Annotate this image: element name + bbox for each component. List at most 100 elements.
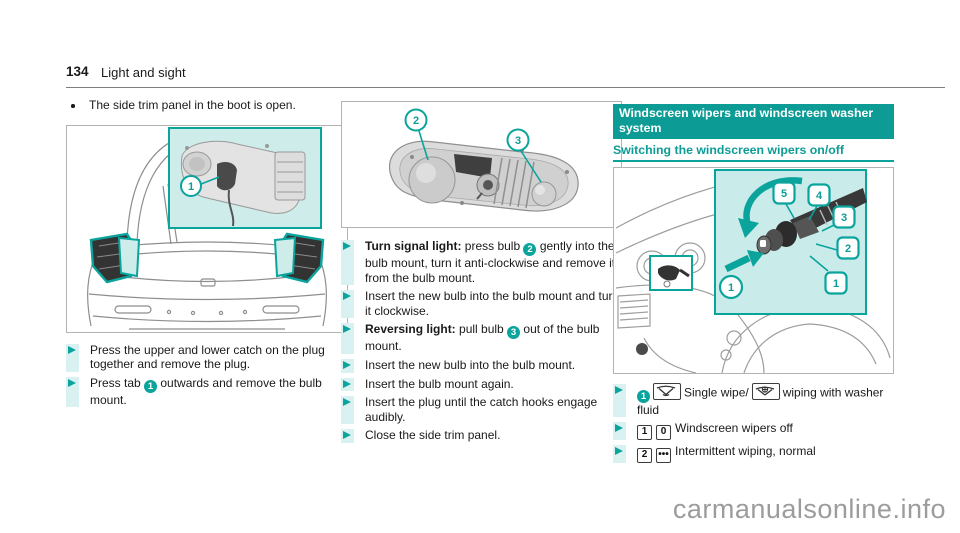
callout-badge-1: 1	[637, 389, 650, 403]
legend-text: Windscreen wipers off	[675, 421, 793, 436]
legend-item: 2 ••• Intermittent wiping, normal	[613, 444, 894, 464]
svg-text:2: 2	[413, 115, 419, 127]
instruction-text: gently into the bulb mount, turn it anti…	[365, 239, 616, 285]
page-number: 134	[66, 64, 89, 79]
stalk-symbol-key: 0	[656, 425, 671, 441]
legend-text: Single wipe/	[684, 385, 749, 400]
side-trim-panel-right	[273, 236, 297, 277]
svg-text:5: 5	[781, 188, 787, 200]
svg-text:1: 1	[728, 282, 734, 294]
mount-socket	[476, 173, 500, 200]
bullet-arrow-icon	[343, 292, 351, 301]
bullet-arrow-icon	[343, 242, 351, 250]
callout-square-2: 2	[815, 236, 860, 260]
bullet-arrow-icon	[343, 360, 351, 369]
middle-instructions: Turn signal light: press bulb 2 gently i…	[341, 239, 622, 443]
legend-text: wiping with washer fluid	[637, 385, 884, 417]
precondition-text: The side trim panel in the boot is open.	[89, 98, 296, 112]
stalk-position-key: 1	[637, 425, 652, 441]
legend-text: Intermittent wiping, normal	[675, 444, 816, 459]
section-title: Windscreen wipers and windscreen washer …	[613, 104, 894, 139]
instruction-item: Insert the bulb mount again.	[341, 377, 622, 392]
watermark: carmanualsonline.info	[672, 494, 946, 524]
column-left: The side trim panel in the boot is open.	[66, 98, 348, 408]
instruction-text: Press the upper and lower catch on the p…	[90, 342, 325, 372]
svg-text:1: 1	[833, 278, 839, 290]
instruction-text: Press tab	[90, 375, 145, 390]
bullet-arrow-icon	[68, 378, 76, 387]
svg-text:3: 3	[515, 135, 521, 147]
instruction-item: Close the side trim panel.	[341, 428, 622, 443]
callout-square-4: 4	[807, 183, 831, 221]
instruction-text: Insert the plug until the catch hooks en…	[365, 395, 598, 424]
stalk-position-key: 2	[637, 448, 652, 464]
mount-dark-area	[454, 154, 492, 178]
stalk-locator-box	[649, 255, 693, 292]
instruction-lead: Reversing light:	[365, 322, 456, 337]
reversing-bulb	[531, 181, 557, 207]
column-right: Windscreen wipers and windscreen washer …	[613, 104, 894, 464]
chapter-title: Light and sight	[101, 65, 186, 80]
boot-taillight-figure: 1	[66, 124, 348, 333]
bulb-mount-figure: 2 3	[341, 101, 622, 228]
bullet-arrow-icon	[68, 345, 76, 354]
instruction-item: Reversing light: pull bulb 3 out of the …	[341, 322, 622, 354]
instruction-item: Insert the new bulb into the bulb mount.	[341, 358, 622, 373]
callout-3: 3	[506, 128, 542, 183]
callout-square-1: 1	[809, 255, 848, 295]
svg-text:4: 4	[816, 190, 823, 202]
bullet-dot-icon	[71, 104, 75, 108]
legend-item: 1 Single wipe/wiping with washer fluid	[613, 383, 894, 418]
callout-badge-2: 2	[523, 243, 537, 256]
instruction-text: Insert the new bulb into the bulb mount.	[365, 357, 576, 372]
header-rule	[66, 87, 945, 88]
washer-fluid-wipe-icon	[751, 383, 780, 401]
turn-signal-bulb	[408, 156, 456, 204]
svg-text:3: 3	[841, 212, 847, 224]
bullet-arrow-icon	[343, 379, 351, 388]
boot-taillight-illustration: 1	[87, 126, 327, 330]
subsection-title: Switching the windscreen wipers on/off	[613, 139, 894, 163]
bulb-mount-inset	[168, 126, 322, 229]
svg-text:1: 1	[188, 181, 194, 193]
side-trim-panel-left	[117, 236, 141, 277]
instruction-text: Insert the bulb mount again.	[365, 376, 514, 391]
callout-1: 1	[180, 174, 220, 197]
wiper-stalk-figure: 5 4 3 2	[613, 167, 894, 375]
bullet-arrow-icon	[343, 431, 351, 440]
single-wipe-icon	[653, 383, 681, 401]
instruction-text: press bulb	[461, 239, 524, 253]
instruction-item: Insert the new bulb into the bulb mount …	[341, 289, 622, 319]
instruction-text: Close the side trim panel.	[365, 428, 501, 443]
precondition-note: The side trim panel in the boot is open.	[66, 98, 348, 113]
instruction-text: Insert the new bulb into the bulb mount …	[365, 289, 620, 318]
bullet-arrow-icon	[615, 447, 623, 456]
callout-circle-1: 1	[718, 275, 744, 300]
callout-square-3: 3	[821, 205, 856, 232]
callout-square-5: 5	[772, 181, 796, 219]
wiper-stalk-illustration: 5 4 3 2	[615, 169, 891, 374]
bullet-arrow-icon	[343, 398, 351, 407]
column-middle: 2 3 Turn signal light: press bulb 2 gent…	[341, 101, 622, 443]
instruction-text: outwards and remove the bulb mount.	[90, 375, 322, 407]
instruction-item: Turn signal light: press bulb 2 gently i…	[341, 239, 622, 286]
bullet-arrow-icon	[615, 386, 623, 395]
bulb-mount-illustration: 2 3	[389, 108, 579, 212]
instruction-text: out of the bulb mount.	[365, 322, 600, 354]
left-instructions: Press the upper and lower catch on the p…	[66, 343, 348, 408]
instruction-item: Insert the plug until the catch hooks en…	[341, 395, 622, 425]
instruction-text: pull bulb	[455, 322, 508, 337]
stalk-symbol-key: •••	[656, 448, 671, 464]
rotate-arrow-icon	[743, 177, 803, 227]
instruction-lead: Turn signal light:	[365, 239, 462, 253]
svg-text:2: 2	[845, 243, 851, 255]
bullet-arrow-icon	[343, 325, 351, 334]
callout-badge-3: 3	[507, 326, 521, 340]
press-arrow-icon	[724, 250, 764, 273]
bullet-arrow-icon	[615, 424, 623, 433]
instruction-item: Press tab 1 outwards and remove the bulb…	[66, 376, 348, 408]
callout-badge-1: 1	[144, 379, 158, 393]
